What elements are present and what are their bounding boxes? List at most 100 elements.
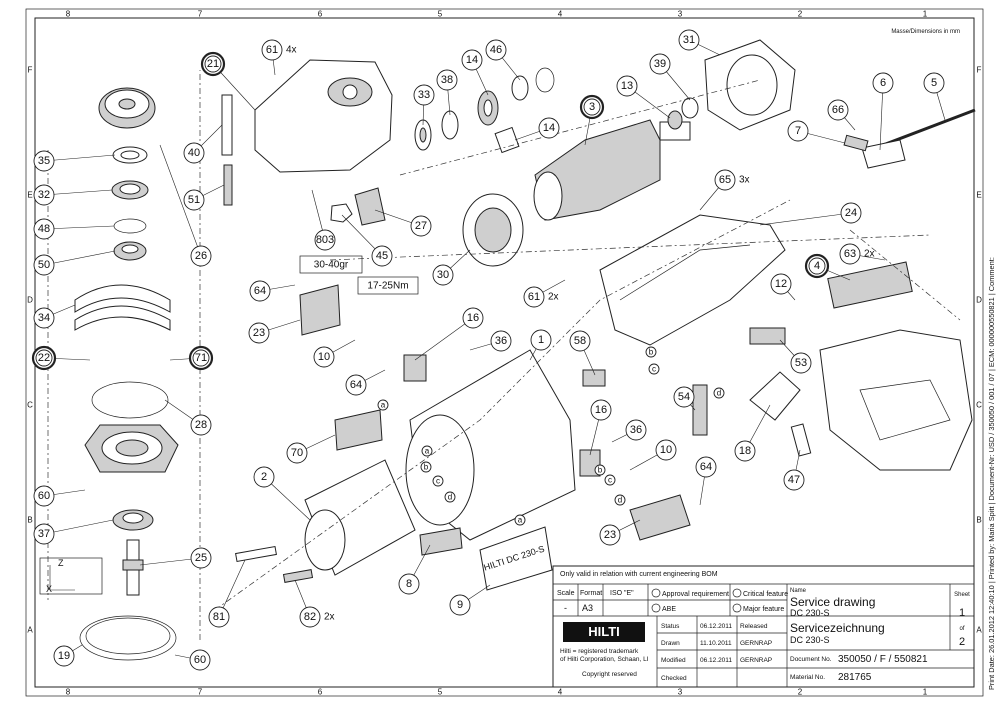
grid-row-label: B [976,516,981,525]
svg-text:22: 22 [38,352,50,364]
document-label: Document No. [790,656,832,663]
grid-column-label: 4 [558,688,563,697]
grid-column-label: 7 [198,688,203,697]
switch-53-part [749,327,786,345]
armature-3-part [533,119,691,221]
svg-text:13: 13 [621,80,633,92]
callout-81: 81 [208,559,246,628]
svg-text:65: 65 [719,174,731,186]
clip-82-part [282,569,314,583]
svg-text:27: 27 [415,220,427,232]
svg-text:10: 10 [660,444,672,456]
iso-label: ISO "E" [610,590,634,597]
svg-text:2: 2 [261,471,267,483]
callout-28: 28 [164,399,212,436]
callout-803: 803 [311,189,336,251]
handle-shell-part [819,329,973,471]
svg-text:c: c [608,476,612,485]
wire-terminal-label: c [604,474,616,486]
svg-text:9: 9 [457,599,463,611]
title-de: Servicezeichnung [790,621,885,635]
sheet-number: 1 [959,607,965,619]
motor-housing-1-part [405,349,576,541]
callout-58: 58 [569,330,596,376]
wire-terminal-label: b [645,346,657,358]
svg-text:c: c [436,477,440,486]
svg-text:a: a [381,401,386,410]
abe-label: ABE [662,606,676,613]
sheet-label: Sheet [954,592,970,598]
svg-text:60: 60 [194,654,206,666]
callout-25: 25 [139,547,212,569]
ring-46-part [511,75,529,101]
svg-text:7: 7 [795,125,801,137]
pinion-27-part [354,187,386,226]
spring-47-part [790,423,812,457]
callout-22: 22 [31,345,91,371]
brush-cap-23b-part [629,494,691,541]
callout-26: 26 [159,144,212,267]
svg-text:X: X [46,584,52,594]
bearing-32-part [111,180,149,200]
svg-text:3: 3 [589,101,595,113]
grid-column-label: 2 [798,10,803,19]
grid-row-label: F [28,66,33,75]
svg-text:4x: 4x [286,45,297,56]
svg-text:4: 4 [814,260,820,272]
svg-text:50: 50 [38,259,50,271]
callout-34: 34 [33,304,76,329]
material-number: 281765 [838,672,872,683]
callout-14: 14 [514,117,560,141]
callout-60: 60 [174,649,211,671]
svg-text:b: b [424,463,429,472]
scale-value: - [564,603,567,613]
svg-text:6: 6 [880,77,886,89]
grid-column-label: 1 [923,10,928,19]
torque-note: 17-25Nm [357,276,419,295]
svg-text:GERNRAP: GERNRAP [740,640,772,647]
svg-text:51: 51 [188,194,200,206]
svg-text:a: a [425,447,430,456]
svg-text:81: 81 [213,611,225,623]
svg-text:25: 25 [195,552,207,564]
svg-text:21: 21 [207,58,219,70]
svg-text:46: 46 [490,44,502,56]
approval-requirement: Approval requirement [662,591,729,598]
svg-text:31: 31 [683,34,695,46]
callout-31: 31 [678,29,721,56]
callout-8: 8 [398,544,431,595]
title-block: Only valid in relation with current engi… [552,565,975,688]
bearing-33-part [414,119,432,151]
grid-column-label: 8 [66,688,71,697]
bearing-14-part [477,90,499,126]
grid-column-label: 3 [678,10,683,19]
end-cap-31-part [704,39,796,131]
svg-text:45: 45 [376,250,388,262]
grid-row-label: B [27,516,32,525]
grid-column-label: 6 [318,10,323,19]
outer-border [25,8,984,697]
ring-38-part [441,110,459,140]
callout-39: 39 [649,53,691,101]
wire-terminal-label: a [377,399,389,411]
grid-column-label: 7 [198,10,203,19]
svg-text:14: 14 [466,54,478,66]
callout-10: 10 [629,439,677,471]
svg-text:3x: 3x [739,175,750,186]
fan-30-part [462,193,524,267]
callout-36: 36 [469,330,512,352]
svg-text:Z: Z [58,558,64,568]
format-label: Format [580,590,602,597]
svg-text:54: 54 [678,391,690,403]
document-number: 350050 / F / 550821 [838,654,928,665]
wire-terminal-label: d [614,494,626,506]
svg-text:b: b [649,348,654,357]
subtitle-en: DC 230-S [790,608,830,618]
handle-24-part [599,214,786,346]
callout-27: 27 [374,209,432,237]
trademark-line-2: of Hilti Corporation, Schaan, LI [560,656,649,663]
svg-text:28: 28 [195,419,207,431]
grid-column-label: 3 [678,688,683,697]
